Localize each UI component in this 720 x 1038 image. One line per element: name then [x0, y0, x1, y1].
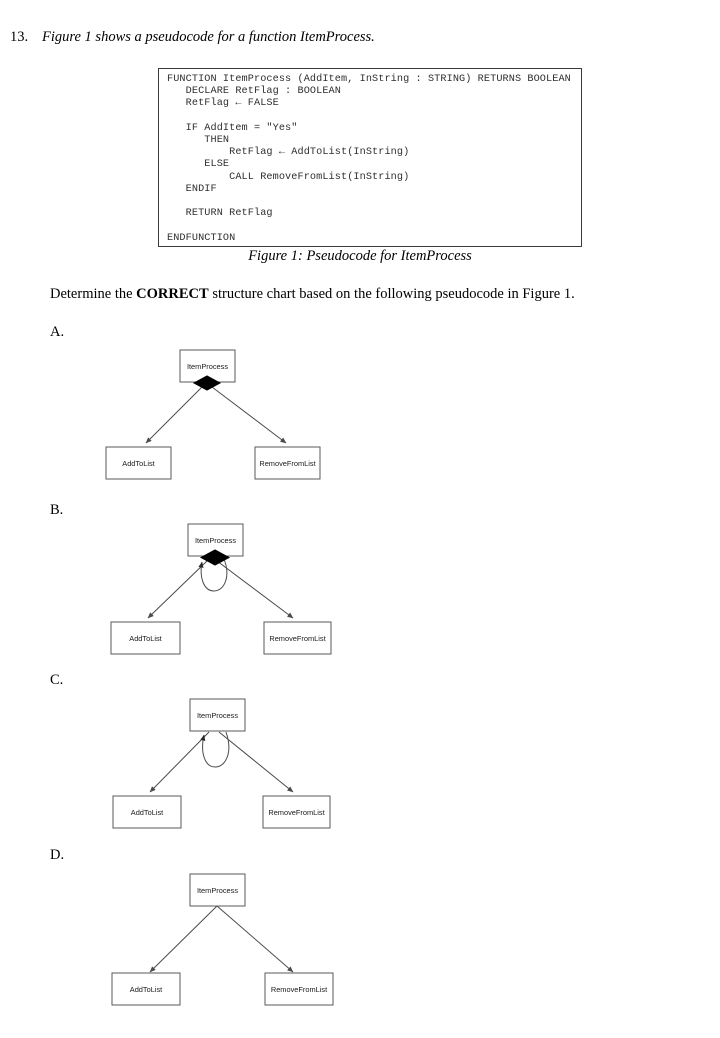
connector-left — [149, 731, 210, 793]
loop-arc — [198, 558, 228, 592]
node-left-child-label: AddToList — [131, 808, 163, 817]
node-parent-box — [189, 698, 246, 732]
node-right-child-label: RemoveFromList — [271, 985, 327, 994]
structure-chart-option-c[interactable]: ItemProcess AddToList RemoveFromList — [0, 680, 400, 840]
node-left-child-label: AddToList — [130, 985, 162, 994]
node-left-child-box — [111, 972, 181, 1006]
figure-caption: Figure 1: Pseudocode for ItemProcess — [248, 248, 472, 264]
node-left-child-label: AddToList — [129, 634, 161, 643]
node-left-child-box — [105, 446, 172, 480]
question-stem: Figure 1 shows a pseudocode for a functi… — [42, 29, 375, 45]
question-number: 13. — [10, 29, 29, 45]
connector-left — [147, 560, 208, 619]
node-parent-label: ItemProcess — [195, 536, 236, 545]
connector-right — [218, 731, 294, 793]
question-row: 13. Figure 1 shows a pseudocode for a fu… — [10, 28, 700, 46]
structure-chart-option-a[interactable]: ItemProcess AddToList RemoveFromList — [0, 330, 400, 495]
instruction-text-after: structure chart based on the following p… — [208, 286, 575, 302]
connector-right — [216, 905, 294, 973]
iteration-diamond — [199, 549, 231, 566]
connector-right — [211, 386, 287, 444]
node-parent-label: ItemProcess — [187, 362, 228, 371]
pseudocode-text: FUNCTION ItemProcess (AddItem, InString … — [167, 74, 571, 244]
node-left-child-box — [110, 621, 181, 655]
option-letter-d[interactable]: D. — [50, 847, 65, 863]
node-parent-label: ItemProcess — [197, 711, 238, 720]
structure-chart-option-b[interactable]: ItemProcess AddToList RemoveFromList — [0, 505, 400, 665]
connector-left — [149, 905, 218, 973]
instruction-emphasis: CORRECT — [136, 286, 209, 302]
node-parent-label: ItemProcess — [197, 886, 238, 895]
loop-arc — [200, 731, 230, 768]
node-right-child-box — [262, 795, 331, 829]
pseudocode-figure-box: FUNCTION ItemProcess (AddItem, InString … — [158, 68, 582, 247]
node-parent-box — [189, 873, 246, 907]
iteration-diamond — [192, 375, 222, 391]
node-right-child-label: RemoveFromList — [269, 634, 325, 643]
connector-left — [145, 386, 203, 444]
instruction-line: Determine the CORRECT structure chart ba… — [50, 285, 575, 303]
node-right-child-box — [254, 446, 321, 480]
option-letter-b[interactable]: B. — [50, 502, 64, 518]
node-right-child-box — [263, 621, 332, 655]
structure-chart-option-d[interactable]: ItemProcess AddToList RemoveFromList — [0, 855, 400, 1020]
node-right-child-label: RemoveFromList — [259, 459, 315, 468]
connector-right — [216, 560, 294, 619]
node-left-child-box — [112, 795, 182, 829]
instruction-text-before: Determine the — [50, 286, 137, 302]
node-right-child-label: RemoveFromList — [268, 808, 324, 817]
node-left-child-label: AddToList — [122, 459, 154, 468]
option-letter-c[interactable]: C. — [50, 672, 64, 688]
option-letter-a[interactable]: A. — [50, 324, 65, 340]
node-right-child-box — [264, 972, 334, 1006]
